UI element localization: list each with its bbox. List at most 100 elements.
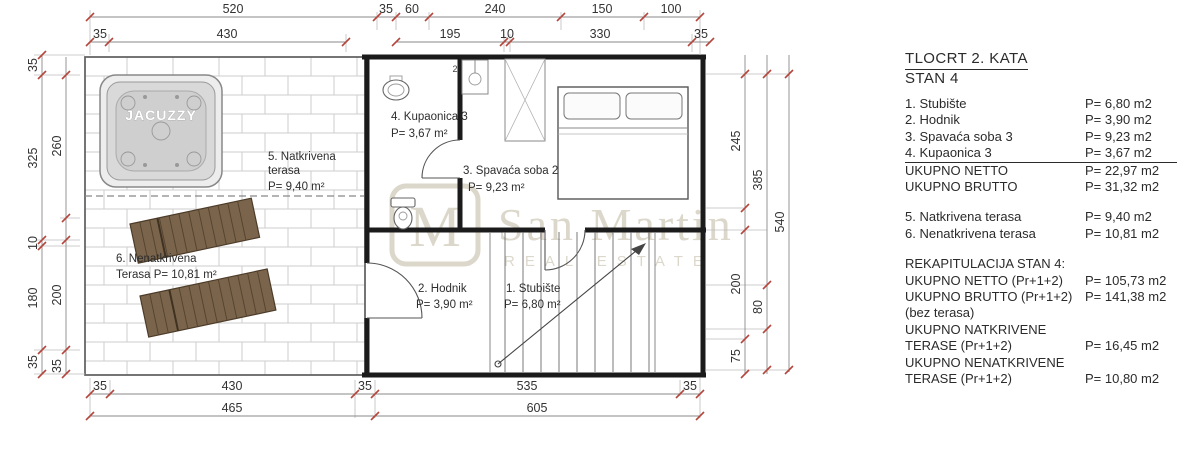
toilet-drain — [398, 211, 408, 221]
legend-value: P= 3,67 m2 — [1085, 145, 1152, 161]
vent-shaft: 2 — [452, 59, 489, 95]
dim-label: 385 — [751, 170, 765, 191]
dim-ticks — [85, 37, 715, 47]
legend-row: UKUPNO BRUTTO P= 31,32 m2 — [905, 179, 1177, 195]
page-title: TLOCRT 2. KATA — [905, 50, 1028, 70]
room-label-kupaonica: 4. Kupaonica 3 — [391, 111, 468, 123]
dim-label: 35 — [26, 58, 40, 72]
lounger-slats — [139, 201, 247, 262]
legend-value: P= 31,32 m2 — [1085, 179, 1160, 195]
legend-row: 4. Kupaonica 3 P= 3,67 m2 — [905, 145, 1177, 163]
dim-label: 430 — [217, 27, 238, 41]
dimension-labels: 520 35 60 240 150 100 35 430 195 10 330 … — [26, 2, 787, 415]
room-area-stubiste: P= 6,80 m² — [504, 299, 561, 311]
toilet-tank — [390, 197, 416, 208]
dim-label: 240 — [485, 2, 506, 16]
dim-ticks — [61, 70, 71, 379]
stairs-arrow-icon — [631, 243, 646, 255]
room-label-natkrivena-terasa-2: terasa — [268, 165, 301, 177]
jacuzzi-basin — [115, 90, 207, 172]
room-area-kupaonica: P= 3,67 m² — [391, 128, 448, 140]
toilet-bowl — [393, 206, 413, 230]
legend-row: REKAPITULACIJA STAN 4: — [905, 256, 1177, 272]
door-arc-terrace — [366, 262, 423, 319]
wall-lines — [362, 54, 706, 378]
legend-label: UKUPNO BRUTTO — [905, 179, 1018, 195]
legend-value: P= 9,40 m2 — [1085, 209, 1152, 225]
dim-label: 100 — [661, 2, 682, 16]
dim-label: 465 — [222, 401, 243, 415]
jacuzzi-jet — [143, 95, 147, 99]
legend-label: 1. Stubište — [905, 96, 967, 111]
watermark-monogram-icon: M — [409, 194, 461, 259]
dim-label: 535 — [517, 379, 538, 393]
dim-label: 150 — [592, 2, 613, 16]
door-arc-bathroom — [421, 139, 461, 179]
jacuzzi-jet — [143, 163, 147, 167]
jacuzzi-seat — [186, 95, 202, 111]
dim-label: 520 — [223, 2, 244, 16]
dim-label: 330 — [590, 27, 611, 41]
dim-label: 75 — [729, 349, 743, 363]
dim-label: 80 — [751, 300, 765, 314]
legend-row: 5. Natkrivena terasa P= 9,40 m2 — [905, 209, 1177, 225]
page-subtitle: STAN 4 — [905, 70, 959, 87]
room-label-hodnik: 2. Hodnik — [418, 283, 467, 295]
legend-label: REKAPITULACIJA STAN 4: — [905, 256, 1066, 272]
legend-label: UKUPNO NETTO — [905, 162, 1009, 178]
legend-row: UKUPNO NENATKRIVENE — [905, 355, 1177, 371]
dim-label: 10 — [26, 236, 40, 250]
legend-row: UKUPNO NETTO (Pr+1+2)P= 105,73 m2 — [905, 273, 1177, 289]
dim-label: 35 — [683, 379, 697, 393]
legend-label: 4. Kupaonica 3 — [905, 145, 992, 161]
stair-treads — [504, 232, 650, 372]
dim-label: 195 — [440, 27, 461, 41]
jacuzzi: JACUZZY — [99, 74, 223, 188]
dim-label: 35 — [50, 359, 64, 373]
legend-title-block: TLOCRT 2. KATA STAN 4 — [905, 50, 1177, 88]
wardrobe — [504, 58, 546, 142]
plan-mark: 2 — [452, 64, 457, 74]
legend-value: P= 105,73 m2 — [1085, 272, 1167, 288]
jacuzzi-label: JACUZZY — [125, 107, 197, 123]
room-area-hodnik: P= 3,90 m² — [416, 299, 473, 311]
legend-label: TERASE (Pr+1+2) — [905, 371, 1012, 387]
watermark-name: San Martin — [498, 199, 734, 250]
legend-value: P= 9,23 m2 — [1085, 128, 1152, 144]
bed-pillow — [563, 92, 621, 120]
jacuzzi-jet — [175, 163, 179, 167]
floor-plan-drawing: M San Martin REAL ESTATE JACUZZY — [26, 2, 794, 421]
legend-label: 2. Hodnik — [905, 112, 960, 128]
dim-label: 200 — [729, 274, 743, 295]
legend-value: P= 10,80 m2 — [1085, 371, 1160, 387]
dim-label: 430 — [222, 379, 243, 393]
dim-label: 35 — [93, 379, 107, 393]
jacuzzi-seat — [120, 95, 136, 111]
legend-label: UKUPNO NENATKRIVENE — [905, 354, 1065, 370]
dim-label: 35 — [93, 27, 107, 41]
legend-label: 5. Natkrivena terasa — [905, 209, 1022, 225]
dim-label: 35 — [379, 2, 393, 16]
legend-label: 6. Nenatkrivena terasa — [905, 225, 1036, 241]
room-label-stubiste: 1. Stubište — [506, 283, 560, 295]
legend-spacer — [905, 242, 1177, 256]
staircase — [489, 232, 656, 372]
dim-label: 245 — [729, 131, 743, 152]
lounger-headrest — [168, 289, 180, 332]
legend-spacer — [905, 195, 1177, 209]
legend-label: (bez terasa) — [905, 305, 975, 321]
jacuzzi-jet — [175, 95, 179, 99]
dim-ticks — [784, 69, 794, 375]
stairs-direction-line — [497, 245, 643, 365]
room-area-spavaca-soba: P= 9,23 m² — [468, 182, 525, 194]
jacuzzi-seat — [120, 151, 136, 167]
jacuzzi-seat — [186, 151, 202, 167]
room-area-natkrivena-terasa: P= 9,40 m² — [268, 181, 325, 193]
legend-row: UKUPNO BRUTTO (Pr+1+2)P= 141,38 m2 — [905, 289, 1177, 305]
